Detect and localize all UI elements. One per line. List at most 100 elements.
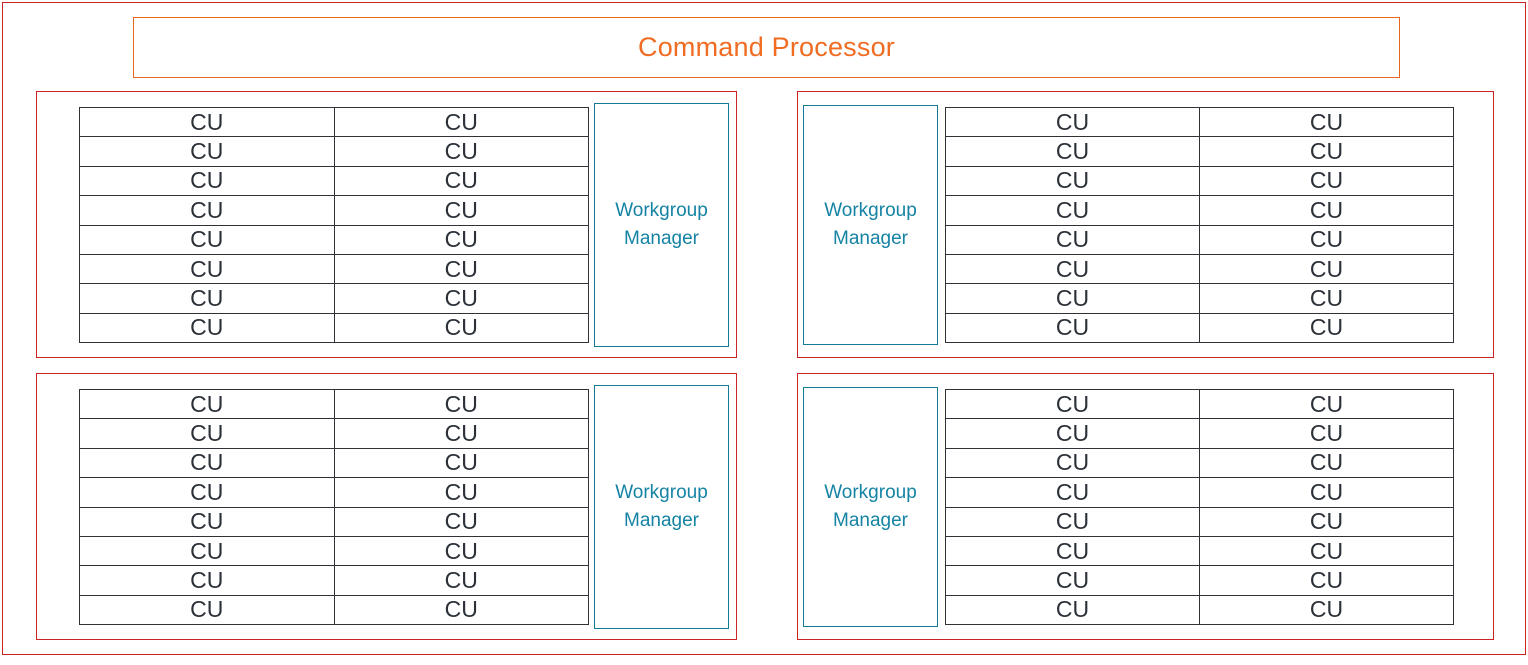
compute-unit-cell[interactable]: CU	[945, 136, 1200, 167]
compute-unit-cell[interactable]: CU	[945, 165, 1200, 197]
compute-unit-cell[interactable]: CU	[79, 388, 335, 420]
compute-unit-cell[interactable]: CU	[333, 106, 589, 138]
compute-unit-cell[interactable]: CU	[79, 594, 335, 626]
compute-unit-cell[interactable]: CU	[79, 224, 335, 255]
compute-unit-cell[interactable]: CU	[1199, 447, 1454, 479]
compute-unit-cell[interactable]: CU	[945, 447, 1200, 479]
compute-unit-cell[interactable]: CU	[1199, 388, 1454, 420]
compute-unit-cell[interactable]: CU	[333, 388, 589, 420]
compute-unit-cell[interactable]: CU	[945, 594, 1200, 626]
compute-unit-cell[interactable]: CU	[333, 136, 589, 167]
compute-unit-cell[interactable]: CU	[79, 106, 335, 138]
compute-unit-cell[interactable]: CU	[1199, 165, 1454, 197]
workgroup-manager-bottom-right[interactable]: Workgroup Manager	[803, 387, 938, 627]
compute-unit-cell[interactable]: CU	[945, 283, 1200, 314]
compute-unit-cell[interactable]: CU	[79, 565, 335, 596]
compute-unit-cell[interactable]: CU	[945, 195, 1200, 226]
compute-unit-cell[interactable]: CU	[79, 535, 335, 567]
compute-unit-cell[interactable]: CU	[333, 195, 589, 226]
compute-unit-cell[interactable]: CU	[1199, 106, 1454, 138]
compute-unit-cell[interactable]: CU	[1199, 136, 1454, 167]
compute-unit-cell[interactable]: CU	[333, 418, 589, 449]
compute-unit-cell[interactable]: CU	[1199, 565, 1454, 596]
compute-unit-cell[interactable]: CU	[945, 312, 1200, 344]
workgroup-manager-top-right[interactable]: Workgroup Manager	[803, 105, 938, 345]
workgroup-manager-label: Workgroup Manager	[824, 200, 917, 249]
compute-unit-cell[interactable]: CU	[945, 565, 1200, 596]
compute-unit-cell[interactable]: CU	[79, 477, 335, 508]
compute-unit-cell[interactable]: CU	[333, 253, 589, 285]
compute-unit-cell[interactable]: CU	[333, 312, 589, 344]
compute-unit-cell[interactable]: CU	[945, 253, 1200, 285]
compute-unit-cell[interactable]: CU	[945, 388, 1200, 420]
compute-unit-cell[interactable]: CU	[1199, 418, 1454, 449]
compute-unit-cell[interactable]: CU	[1199, 535, 1454, 567]
compute-unit-cell[interactable]: CU	[333, 447, 589, 479]
compute-unit-cell[interactable]: CU	[333, 477, 589, 508]
workgroup-manager-top-left[interactable]: Workgroup Manager	[594, 103, 729, 347]
compute-unit-cell[interactable]: CU	[79, 253, 335, 285]
compute-unit-cell[interactable]: CU	[1199, 594, 1454, 626]
compute-unit-cell[interactable]: CU	[333, 283, 589, 314]
compute-unit-cell[interactable]: CU	[945, 224, 1200, 255]
workgroup-manager-label: Workgroup Manager	[824, 482, 917, 531]
compute-unit-cell[interactable]: CU	[79, 195, 335, 226]
workgroup-manager-bottom-left[interactable]: Workgroup Manager	[594, 385, 729, 629]
command-processor-title: Command Processor	[638, 32, 895, 62]
compute-unit-cell[interactable]: CU	[1199, 506, 1454, 537]
compute-unit-cell[interactable]: CU	[945, 477, 1200, 508]
compute-unit-cell[interactable]: CU	[1199, 253, 1454, 285]
compute-unit-cell[interactable]: CU	[79, 506, 335, 537]
compute-unit-cell[interactable]: CU	[1199, 477, 1454, 508]
compute-unit-cell[interactable]: CU	[1199, 312, 1454, 344]
compute-unit-cell[interactable]: CU	[333, 535, 589, 567]
compute-unit-cell[interactable]: CU	[333, 506, 589, 537]
compute-unit-cell[interactable]: CU	[945, 106, 1200, 138]
compute-unit-cell[interactable]: CU	[333, 224, 589, 255]
compute-unit-cell[interactable]: CU	[79, 136, 335, 167]
compute-unit-cell[interactable]: CU	[945, 506, 1200, 537]
workgroup-manager-label: Workgroup Manager	[615, 200, 708, 249]
compute-unit-cell[interactable]: CU	[79, 447, 335, 479]
compute-unit-cell[interactable]: CU	[945, 418, 1200, 449]
compute-unit-cell[interactable]: CU	[333, 565, 589, 596]
compute-unit-cell[interactable]: CU	[79, 418, 335, 449]
compute-unit-cell[interactable]: CU	[79, 165, 335, 197]
compute-unit-cell[interactable]: CU	[79, 283, 335, 314]
compute-unit-cell[interactable]: CU	[1199, 283, 1454, 314]
compute-unit-cell[interactable]: CU	[945, 535, 1200, 567]
command-processor-block[interactable]: Command Processor	[133, 17, 1400, 78]
compute-unit-cell[interactable]: CU	[333, 594, 589, 626]
compute-unit-cell[interactable]: CU	[1199, 195, 1454, 226]
compute-unit-cell[interactable]: CU	[79, 312, 335, 344]
compute-unit-cell[interactable]: CU	[1199, 224, 1454, 255]
compute-unit-cell[interactable]: CU	[333, 165, 589, 197]
